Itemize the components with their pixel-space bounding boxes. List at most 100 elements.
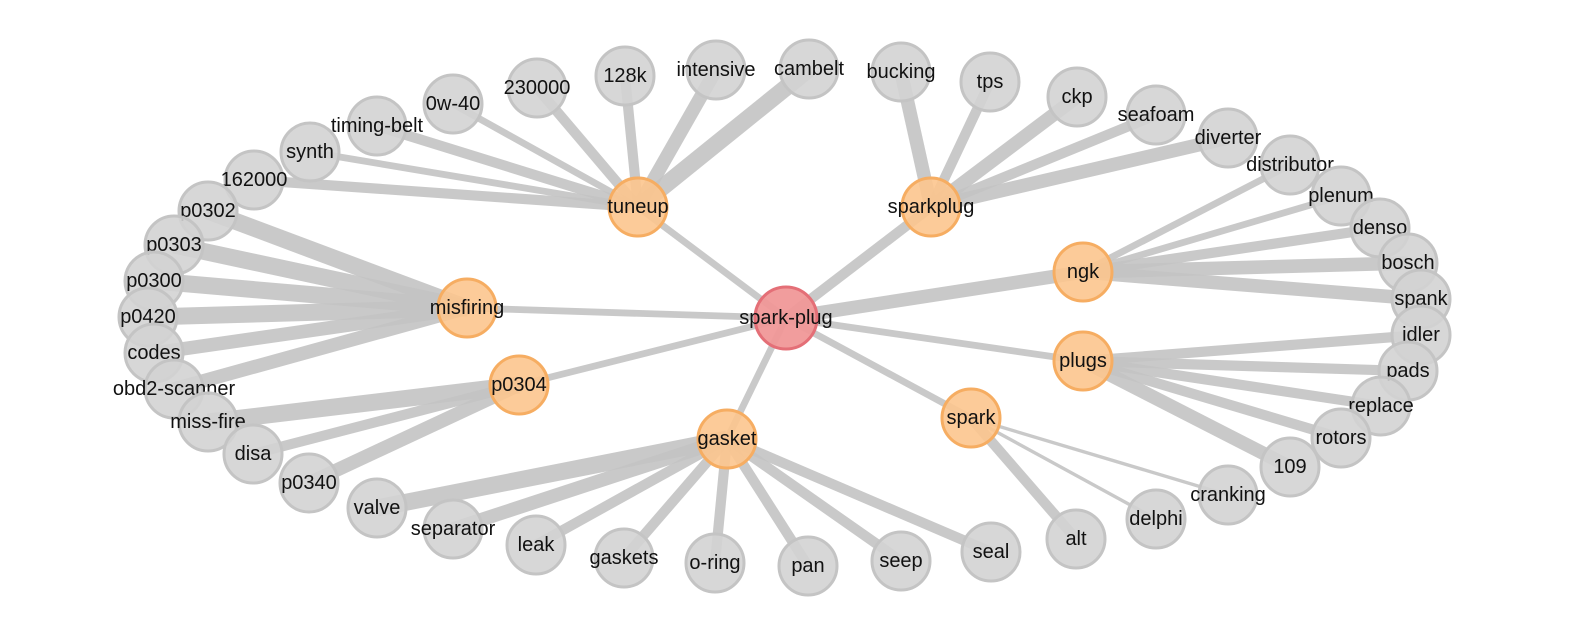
node-label-ckp: ckp bbox=[1061, 86, 1092, 108]
node-ckp[interactable]: ckp bbox=[1046, 66, 1108, 128]
node-p0304[interactable]: p0304 bbox=[488, 354, 550, 416]
node-tps[interactable]: tps bbox=[959, 51, 1021, 113]
node-spark[interactable]: spark bbox=[940, 387, 1002, 449]
node-circle-cambelt bbox=[778, 38, 840, 100]
node-circle-delphi bbox=[1125, 488, 1187, 550]
edge-p0304-disa bbox=[251, 380, 521, 459]
node-circle-162000 bbox=[223, 149, 285, 211]
edge-plugs-pads bbox=[1082, 355, 1409, 377]
edge-tuneup-0w-40 bbox=[451, 101, 640, 210]
node-circle-ckp bbox=[1046, 66, 1108, 128]
node-tuneup[interactable]: tuneup bbox=[607, 176, 669, 238]
node-circle-leak bbox=[505, 514, 567, 576]
node-misfiring[interactable]: misfiring bbox=[430, 277, 504, 339]
node-label-plugs: plugs bbox=[1059, 350, 1107, 372]
edge-spark-plug-plugs bbox=[785, 314, 1084, 365]
node-seal[interactable]: seal bbox=[960, 521, 1022, 583]
edge-gasket-seal bbox=[724, 434, 994, 557]
node-sparkplug[interactable]: sparkplug bbox=[888, 176, 975, 238]
node-label-p0340: p0340 bbox=[281, 472, 337, 494]
node-label-valve: valve bbox=[354, 497, 401, 519]
node-synth[interactable]: synth bbox=[279, 121, 341, 183]
node-valve[interactable]: valve bbox=[346, 477, 408, 539]
node-circle-230000 bbox=[506, 57, 568, 119]
node-circle-109 bbox=[1259, 436, 1321, 498]
node-distributor[interactable]: distributor bbox=[1246, 134, 1334, 196]
node-disa[interactable]: disa bbox=[222, 423, 284, 485]
node-label-seal: seal bbox=[973, 541, 1010, 563]
node-gaskets[interactable]: gaskets bbox=[590, 527, 659, 589]
node-p0340[interactable]: p0340 bbox=[278, 452, 340, 514]
node-circle-disa bbox=[222, 423, 284, 485]
node-circle-o-ring bbox=[684, 532, 746, 594]
node-alt[interactable]: alt bbox=[1045, 508, 1107, 570]
edge-plugs-109 bbox=[1079, 354, 1294, 474]
node-circle-seal bbox=[960, 521, 1022, 583]
node-delphi[interactable]: delphi bbox=[1125, 488, 1187, 550]
node-109[interactable]: 109 bbox=[1259, 436, 1321, 498]
edge-tuneup-timing-belt bbox=[375, 121, 640, 212]
node-diverter[interactable]: diverter bbox=[1195, 107, 1262, 169]
node-seafoam[interactable]: seafoam bbox=[1118, 84, 1195, 146]
node-spark-plug[interactable]: spark-plug bbox=[739, 285, 833, 351]
node-ngk[interactable]: ngk bbox=[1052, 241, 1114, 303]
edge-tuneup-cambelt bbox=[632, 62, 815, 214]
node-intensive[interactable]: intensive bbox=[677, 39, 756, 101]
node-230000[interactable]: 230000 bbox=[504, 57, 571, 119]
node-pan[interactable]: pan bbox=[777, 535, 839, 597]
edge-misfiring-obd2-scanner bbox=[172, 301, 469, 396]
node-label-cranking: cranking bbox=[1190, 484, 1266, 506]
node-leak[interactable]: leak bbox=[505, 514, 567, 576]
node-128k[interactable]: 128k bbox=[594, 45, 656, 107]
node-label-misfiring: misfiring bbox=[430, 297, 504, 319]
node-circle-intensive bbox=[685, 39, 747, 101]
node-circle-cranking bbox=[1197, 464, 1259, 526]
node-circle-seep bbox=[870, 530, 932, 592]
node-circle-diverter bbox=[1197, 107, 1259, 169]
node-label-leak: leak bbox=[518, 534, 556, 556]
node-label-p0420: p0420 bbox=[120, 306, 176, 328]
node-circle-alt bbox=[1045, 508, 1107, 570]
node-bucking[interactable]: bucking bbox=[867, 41, 936, 103]
node-layer: 230000 128k intensive cambelt 0w-40timing-be… bbox=[113, 38, 1452, 597]
edge-ngk-spank bbox=[1082, 265, 1422, 306]
edge-gasket-separator bbox=[450, 432, 730, 536]
node-circle-plugs bbox=[1052, 330, 1114, 392]
node-circle-rotors bbox=[1310, 407, 1372, 469]
edge-sparkplug-diverter bbox=[929, 131, 1230, 214]
node-separator[interactable]: separator bbox=[411, 498, 496, 560]
node-circle-distributor bbox=[1259, 134, 1321, 196]
edge-spark-plug-p0304 bbox=[518, 314, 787, 389]
node-cambelt[interactable]: cambelt bbox=[774, 38, 844, 100]
node-label-diverter: diverter bbox=[1195, 127, 1262, 149]
node-label-0w-40: 0w-40 bbox=[426, 93, 480, 115]
node-circle-seafoam bbox=[1125, 84, 1187, 146]
edge-tuneup-162000 bbox=[253, 174, 639, 213]
node-cranking[interactable]: cranking bbox=[1190, 464, 1266, 526]
node-circle-pan bbox=[777, 535, 839, 597]
node-0w-40[interactable]: 0w-40 bbox=[422, 73, 484, 135]
node-miss-fire[interactable]: miss-fire bbox=[170, 391, 246, 453]
node-plugs[interactable]: plugs bbox=[1052, 330, 1114, 392]
node-circle-p0304 bbox=[488, 354, 550, 416]
node-timing-belt[interactable]: timing-belt bbox=[331, 95, 424, 157]
node-label-replace: replace bbox=[1348, 395, 1414, 417]
node-o-ring[interactable]: o-ring bbox=[684, 532, 746, 594]
node-label-p0300: p0300 bbox=[126, 270, 182, 292]
node-label-alt: alt bbox=[1065, 528, 1087, 550]
edge-plugs-idler bbox=[1082, 329, 1422, 367]
node-circle-miss-fire bbox=[177, 391, 239, 453]
node-label-cambelt: cambelt bbox=[774, 58, 844, 80]
node-label-ngk: ngk bbox=[1067, 261, 1100, 283]
node-replace[interactable]: replace bbox=[1348, 375, 1414, 437]
node-circle-128k bbox=[594, 45, 656, 107]
node-label-delphi: delphi bbox=[1129, 508, 1182, 530]
node-rotors[interactable]: rotors bbox=[1310, 407, 1372, 469]
node-162000[interactable]: 162000 bbox=[221, 149, 288, 211]
node-gasket[interactable]: gasket bbox=[696, 408, 758, 470]
edge-gasket-valve bbox=[375, 430, 729, 517]
node-seep[interactable]: seep bbox=[870, 530, 932, 592]
node-label-idler: idler bbox=[1402, 324, 1440, 346]
edge-plugs-replace bbox=[1082, 355, 1382, 412]
